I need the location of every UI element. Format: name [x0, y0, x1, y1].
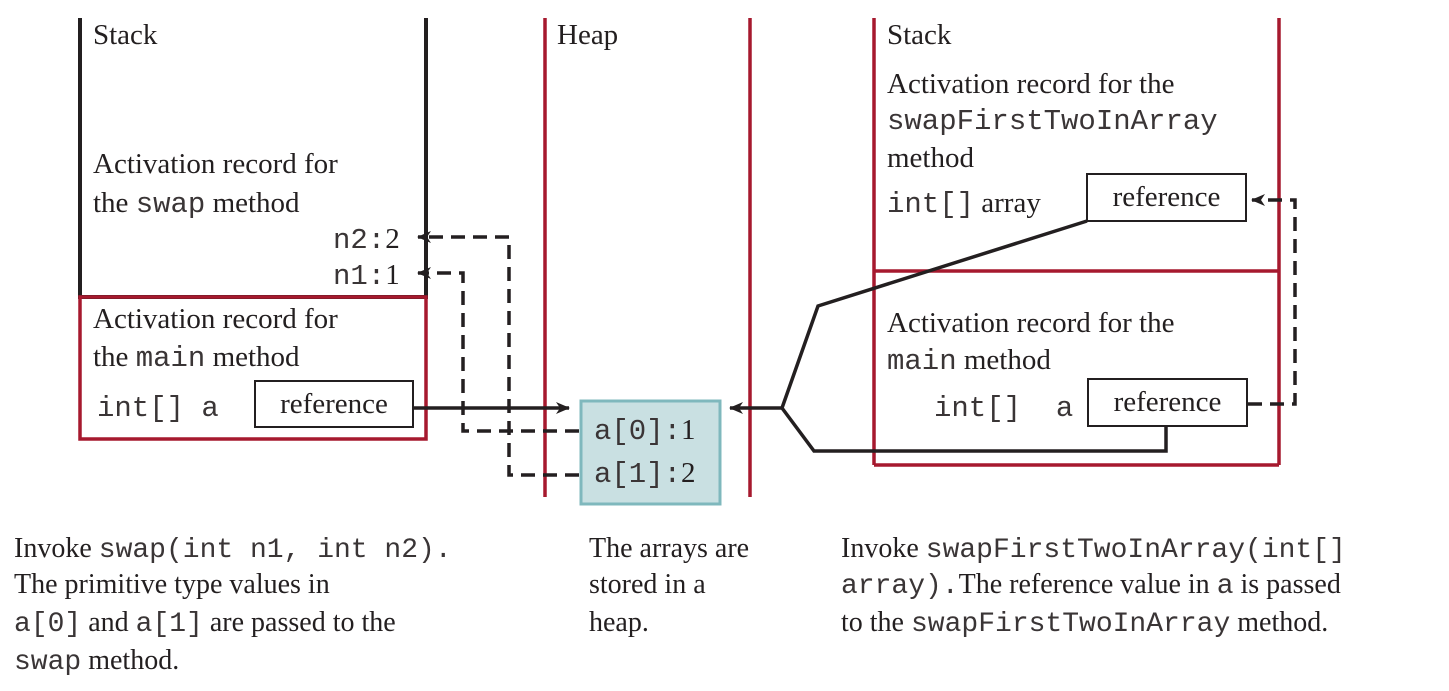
- left-stack-title: Stack: [93, 19, 158, 51]
- swap-record-line1: Activation record for: [93, 148, 338, 180]
- left-caption-swap-signature: swap(int n1, int n2).: [98, 535, 452, 566]
- heap-title: Heap: [557, 19, 619, 51]
- heap-cell-1-value: 2: [681, 457, 696, 489]
- swap-record-line2: the swap method: [93, 184, 300, 224]
- right-caption-to-the: to the: [841, 607, 904, 638]
- left-main-var: int[] a: [97, 392, 219, 425]
- right-caption-line2: array).The reference value in a is passe…: [841, 566, 1341, 605]
- left-caption-line1: Invoke swap(int n1, int n2).: [14, 530, 452, 569]
- n2-variable: n2:2: [333, 220, 400, 260]
- swap-record-method: method: [212, 187, 300, 219]
- middle-caption-line1: The arrays are: [589, 533, 750, 564]
- heap-cell-1-name: a[1]:: [594, 458, 682, 491]
- swap-first-record-line3: method: [887, 142, 974, 174]
- left-main-record-method: method: [212, 341, 300, 373]
- left-caption-a0: a[0]: [14, 609, 82, 640]
- main-reference-line: [780, 406, 1168, 453]
- a1-to-n2-dashed-arrow: [417, 231, 579, 477]
- left-caption-line2: The primitive type values in: [14, 569, 330, 600]
- right-stack-title: Stack: [887, 19, 952, 51]
- array-param-name: array: [981, 187, 1041, 219]
- swap-first-record-line1: Activation record for the: [887, 68, 1175, 100]
- right-caption-signature: swapFirstTwoInArray(int[]: [925, 535, 1346, 566]
- middle-caption-line2: stored in a: [589, 569, 706, 600]
- heap-cell-1: a[1]:2: [594, 454, 696, 494]
- left-main-method-code: main: [135, 342, 206, 375]
- left-caption-swap: swap: [14, 647, 82, 678]
- left-main-record-box: [78, 295, 428, 441]
- left-main-record-the: the: [93, 341, 129, 373]
- right-caption-method-code: swapFirstTwoInArray: [911, 609, 1231, 640]
- array-reference-box: reference: [1086, 173, 1247, 222]
- right-caption-array-code: array).: [841, 571, 959, 602]
- main-to-array-dashed-arrow: [1248, 194, 1297, 406]
- right-main-reference-box: reference: [1087, 378, 1248, 427]
- heap-array-box: [579, 399, 722, 506]
- n1-variable: n1:1: [333, 256, 400, 296]
- swap-method-code: swap: [135, 188, 206, 221]
- right-main-record-method: method: [963, 344, 1051, 376]
- right-caption-reference-value: The reference value in: [958, 569, 1210, 600]
- array-param-type: int[]: [887, 188, 975, 221]
- left-caption-method: method.: [88, 645, 180, 676]
- right-main-var: int[] a: [934, 392, 1074, 425]
- right-caption-a: a: [1216, 571, 1234, 602]
- right-caption-method: method.: [1237, 607, 1329, 638]
- right-main-method-code: main: [887, 345, 957, 378]
- a0-to-n1-dashed-arrow: [417, 267, 579, 433]
- right-caption-line3: to the swapFirstTwoInArray method.: [841, 604, 1328, 643]
- middle-caption-line3: heap.: [589, 607, 649, 638]
- swap-first-method-code: swapFirstTwoInArray: [887, 105, 1218, 138]
- right-caption-passed: is passed: [1240, 569, 1341, 600]
- right-caption-invoke: Invoke: [841, 533, 919, 564]
- left-caption-line3: a[0] and a[1] are passed to the: [14, 604, 396, 643]
- left-caption-invoke: Invoke: [14, 533, 92, 564]
- heap-cell-0-name: a[0]:: [594, 415, 682, 448]
- left-caption-line4: swap method.: [14, 642, 179, 681]
- swap-record-the: the: [93, 187, 129, 219]
- array-param: int[] array: [887, 184, 1041, 224]
- heap-cell-0-value: 1: [681, 414, 696, 446]
- right-main-record-line1: Activation record for the: [887, 307, 1175, 339]
- n1-name: n1:: [333, 260, 386, 293]
- n2-name: n2:: [333, 224, 386, 257]
- left-caption-a1: a[1]: [135, 609, 203, 640]
- left-caption-and: and: [88, 607, 129, 638]
- n1-value: 1: [385, 259, 400, 291]
- heap-cell-0: a[0]:1: [594, 411, 696, 451]
- right-caption-line1: Invoke swapFirstTwoInArray(int[]: [841, 530, 1346, 569]
- right-main-record-line2: main method: [887, 341, 1051, 381]
- n2-value: 2: [385, 223, 400, 255]
- left-main-record-line2: the main method: [93, 338, 300, 378]
- left-caption-passed: are passed to the: [209, 607, 396, 638]
- array-reference-line: [780, 219, 1088, 409]
- left-main-reference-box: reference: [254, 380, 414, 428]
- left-main-record-line1: Activation record for: [93, 303, 338, 335]
